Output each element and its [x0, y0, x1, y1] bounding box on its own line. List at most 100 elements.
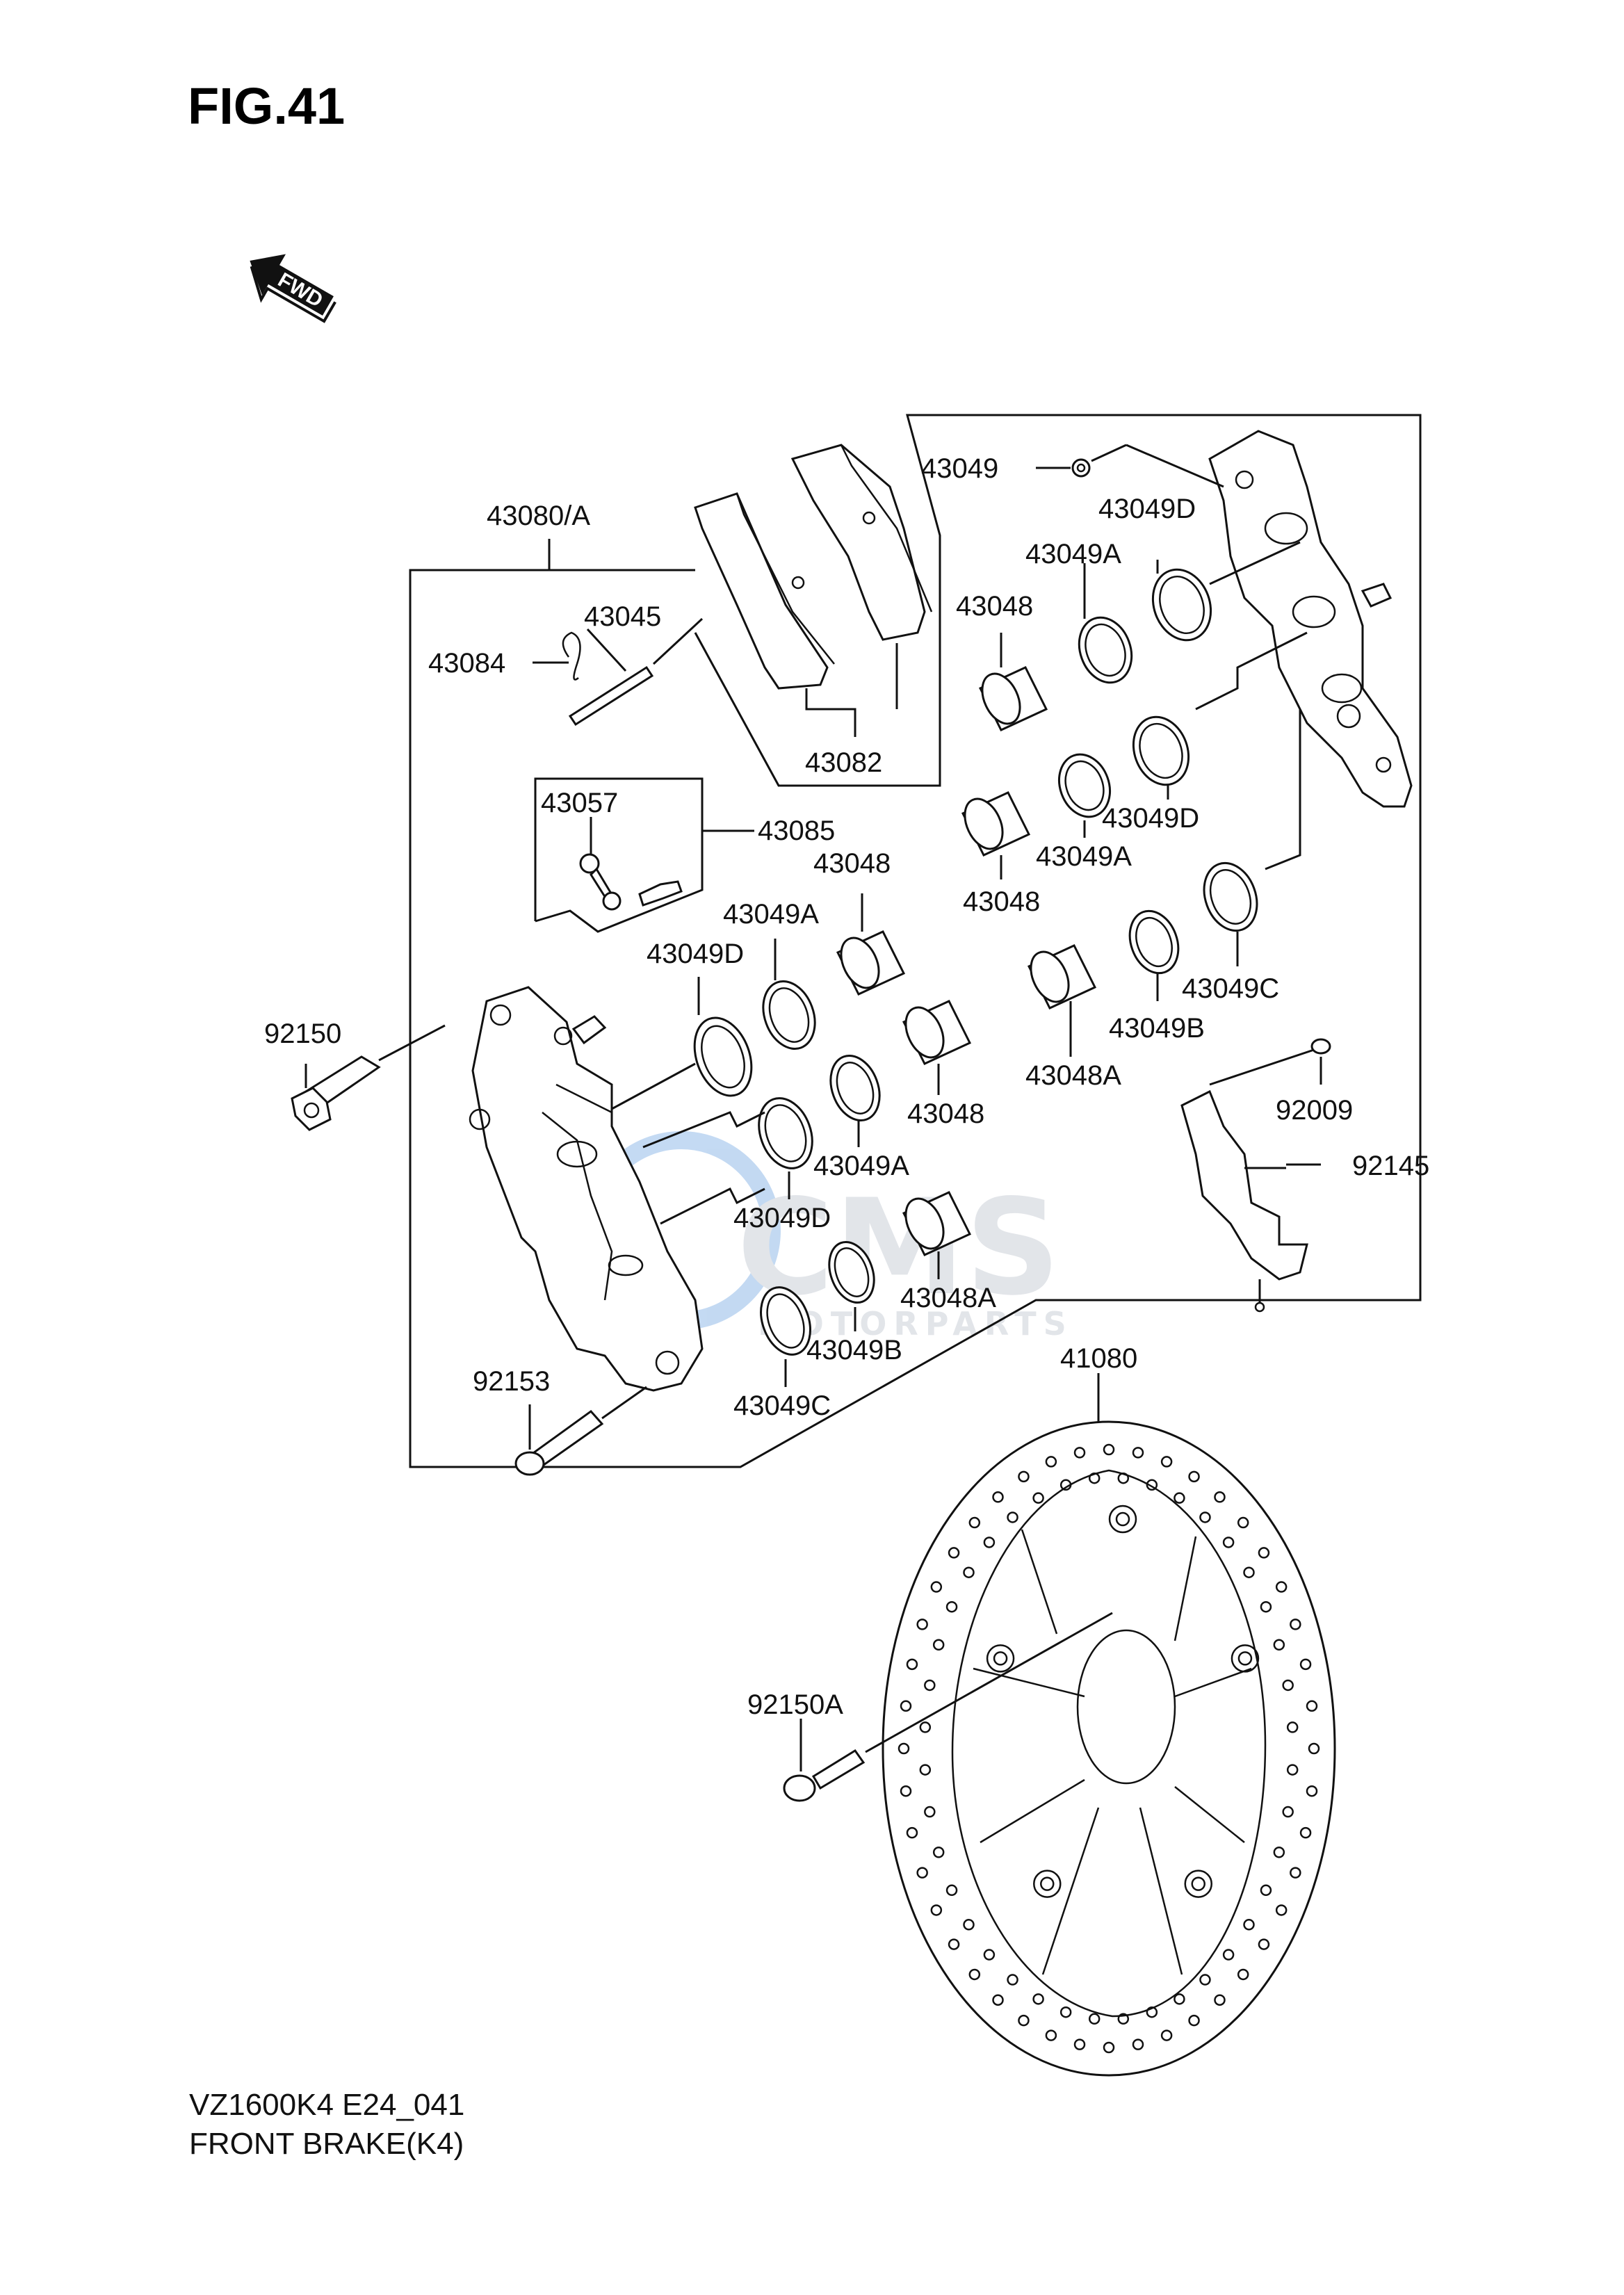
callout-43080A: 43080/A — [487, 501, 590, 531]
callout-43049A-3: 43049A — [723, 899, 819, 930]
disc-mount-hole — [1184, 1870, 1212, 1898]
disc-vent-hole — [968, 1968, 981, 1981]
callout-labels: 43080/A 43045 43084 43082 43057 43085 92… — [264, 453, 1429, 1720]
disc-vent-hole — [1243, 1919, 1255, 1931]
disc-vent-hole — [983, 1949, 996, 1961]
callout-43048-1: 43048 — [956, 591, 1033, 622]
disc-vent-hole — [930, 1904, 943, 1916]
brake-disc-41080 — [882, 1373, 1336, 2077]
disc-vent-hole — [1188, 2014, 1200, 2027]
disc-vent-hole — [1117, 2013, 1130, 2025]
disc-vent-hole — [1214, 1994, 1226, 2006]
disc-vent-hole — [1258, 1938, 1270, 1950]
callout-43048-4: 43048 — [907, 1098, 984, 1129]
disc-vent-hole — [906, 1658, 918, 1671]
disc-vent-hole — [1222, 1536, 1235, 1548]
disc-vent-hole — [1032, 1492, 1044, 1504]
disc-vent-hole — [1199, 1511, 1211, 1523]
disc-vent-hole — [1103, 2041, 1115, 2054]
callout-43049A-2: 43049A — [1036, 841, 1132, 872]
disc-vent-hole — [1237, 1968, 1249, 1981]
callout-43048-3: 43048 — [813, 848, 891, 879]
disc-vent-hole — [932, 1639, 945, 1651]
disc-vent-hole — [1073, 1447, 1086, 1459]
bolt-92150 — [291, 1024, 446, 1131]
disc-vent-hole — [1290, 1619, 1301, 1630]
bolt-92150A — [783, 1612, 1113, 1802]
callout-43049D-2: 43049D — [1102, 803, 1199, 834]
callout-43049A-4: 43049A — [813, 1151, 909, 1181]
disc-vent-hole — [1059, 2006, 1072, 2018]
disc-vent-hole — [1306, 1785, 1318, 1797]
disc-vent-hole — [1299, 1658, 1312, 1671]
callout-92153: 92153 — [473, 1366, 550, 1397]
callout-43049D-3: 43049D — [647, 939, 744, 969]
disc-vent-hole — [898, 1742, 910, 1755]
disc-vent-hole — [1222, 1949, 1235, 1961]
bleeder-valve-43057 — [579, 817, 683, 911]
disc-vent-hole — [948, 1547, 960, 1559]
fwd-label: FWD — [274, 268, 327, 312]
disc-vent-hole — [1073, 2038, 1086, 2050]
callout-43049D-1: 43049D — [1098, 494, 1196, 524]
callout-43085: 43085 — [758, 816, 835, 846]
disc-vent-hole — [1146, 1479, 1158, 1491]
disc-vent-hole — [1117, 1472, 1130, 1484]
callout-43082: 43082 — [805, 747, 882, 778]
disc-vent-hole — [916, 1619, 928, 1630]
disc-vent-hole — [1059, 1479, 1072, 1491]
caliper-kit-outline — [409, 414, 1422, 1468]
brake-pads-43082 — [694, 444, 933, 737]
disc-vent-hole — [1308, 1742, 1320, 1755]
disc-vent-hole — [1007, 1974, 1018, 1986]
disc-vent-hole — [963, 1919, 975, 1931]
disc-vent-hole — [900, 1785, 912, 1797]
disc-vent-hole — [1045, 2029, 1057, 2041]
disc-vent-hole — [992, 1994, 1004, 2006]
callout-92150A: 92150A — [747, 1689, 843, 1720]
callout-92145: 92145 — [1352, 1151, 1429, 1181]
disc-vent-hole — [1018, 2014, 1030, 2027]
callout-43049B-1: 43049B — [1109, 1013, 1205, 1044]
callout-43048A-2: 43048A — [900, 1283, 996, 1313]
disc-mount-hole — [1115, 1511, 1130, 1527]
disc-vent-hole — [1199, 1974, 1211, 1986]
bolt-92153 — [514, 1386, 647, 1476]
disc-vent-hole — [919, 1764, 932, 1776]
disc-vent-hole — [1273, 1846, 1285, 1858]
disc-vent-hole — [1174, 1492, 1185, 1504]
callout-43048A-1: 43048A — [1025, 1060, 1121, 1091]
right-seals-pistons — [961, 444, 1308, 1009]
disc-vent-hole — [1032, 1993, 1044, 2005]
disc-vent-hole — [945, 1884, 958, 1897]
disc-mount-hole — [1108, 1505, 1137, 1534]
disc-vent-hole — [1260, 1600, 1272, 1613]
disc-vent-hole — [932, 1846, 945, 1858]
disc-vent-hole — [1237, 1516, 1249, 1529]
callout-43049B-2: 43049B — [806, 1335, 902, 1365]
disc-vent-hole — [1088, 1472, 1101, 1484]
disc-vent-hole — [919, 1721, 932, 1733]
disc-vent-hole — [916, 1867, 928, 1879]
figure-title: FIG.41 — [188, 77, 345, 135]
disc-vent-hole — [1258, 1547, 1270, 1559]
callout-41080: 41080 — [1060, 1343, 1137, 1374]
disc-vent-hole — [1174, 1993, 1185, 2005]
disc-vent-hole — [906, 1826, 918, 1839]
disc-vent-hole — [1260, 1884, 1272, 1897]
pads-group-line — [694, 632, 780, 786]
disc-vent-hole — [963, 1566, 975, 1578]
callout-43049A-1: 43049A — [1025, 539, 1121, 569]
disc-mount-hole — [1231, 1644, 1260, 1673]
disc-vent-hole — [983, 1536, 996, 1548]
disc-mount-hole — [1033, 1870, 1062, 1898]
callout-43049C-2: 43049C — [733, 1390, 831, 1421]
disc-vent-hole — [1306, 1700, 1318, 1712]
disc-vent-hole — [948, 1938, 960, 1950]
disc-vent-hole — [1132, 2038, 1144, 2050]
disc-vent-hole — [900, 1700, 912, 1712]
disc-vent-hole — [1007, 1511, 1018, 1523]
left-seals-pistons — [611, 930, 972, 1356]
disc-vent-hole — [1045, 1456, 1057, 1468]
